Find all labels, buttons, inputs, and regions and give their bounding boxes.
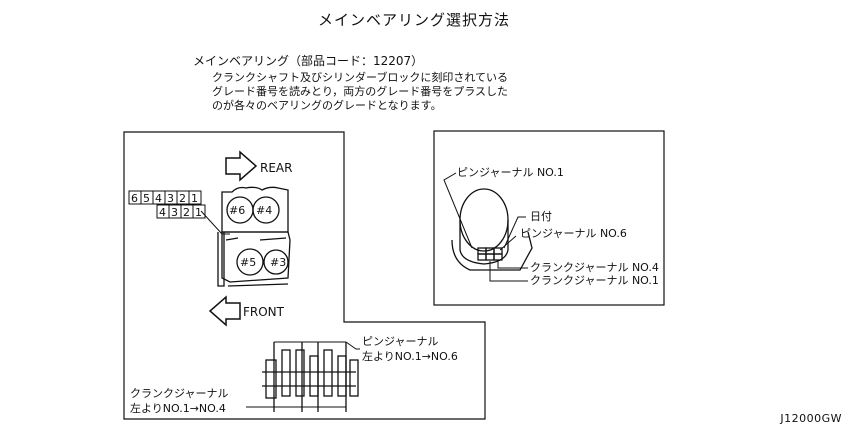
bore-label: #6 [229, 204, 245, 217]
section-heading: メインベアリング（部品コード：12207） [193, 54, 424, 68]
grade-box-text: 3 [171, 206, 178, 219]
front-arrow-icon [208, 295, 241, 327]
description-line-3: のが各々のベアリングのグレードとなります。 [212, 99, 442, 112]
grade-box-text: 3 [167, 192, 174, 205]
grade-row-bottom: 4 3 2 1 [156, 204, 206, 219]
bore-label: #3 [270, 256, 286, 269]
description-line-1: クランクシャフト及びシリンダーブロックに刻印されている [212, 71, 509, 84]
diagram-id: J12000GW [780, 412, 842, 425]
crank-journal-no4-label: クランクジャーナル NO.4 [530, 261, 659, 274]
grade-row-top: 6 5 4 3 2 1 [128, 190, 202, 205]
pin-journal-range: 左よりNO.1→NO.6 [362, 350, 458, 363]
grade-box-text: 2 [179, 192, 186, 205]
pin-journal-label: ピンジャーナル [362, 335, 438, 348]
grade-box-text: 1 [191, 192, 198, 205]
page-title: メインベアリング選択方法 [318, 11, 511, 29]
bore-label: #5 [240, 256, 256, 269]
grade-box-text: 5 [143, 192, 150, 205]
crankshaft-icon [262, 342, 359, 412]
pin-journal-no6-label: ピンジャーナル NO.6 [520, 227, 627, 240]
grade-box-text: 4 [155, 192, 162, 205]
crank-journal-no1-label: クランクジャーナル NO.1 [530, 274, 659, 287]
pin-journal-no1-label: ピンジャーナル NO.1 [457, 166, 564, 179]
grade-box-text: 4 [159, 206, 166, 219]
main-frame [123, 131, 486, 420]
crank-journal-label: クランクジャーナル [130, 387, 228, 400]
detail-frame [433, 130, 665, 306]
front-label: FRONT [243, 305, 285, 319]
cylinder-block-icon [217, 186, 291, 287]
rear-arrow-icon [225, 150, 258, 182]
date-label: 日付 [530, 210, 552, 223]
grade-box-text: 1 [195, 206, 202, 219]
grade-box-text: 2 [183, 206, 190, 219]
rear-label: REAR [260, 161, 292, 175]
bore-label: #4 [256, 204, 272, 217]
crank-journal-range: 左よりNO.1→NO.4 [130, 402, 226, 415]
grade-box-text: 6 [131, 192, 138, 205]
description-line-2: グレード番号を読みとり，両方のグレード番号をプラスした [212, 85, 509, 98]
